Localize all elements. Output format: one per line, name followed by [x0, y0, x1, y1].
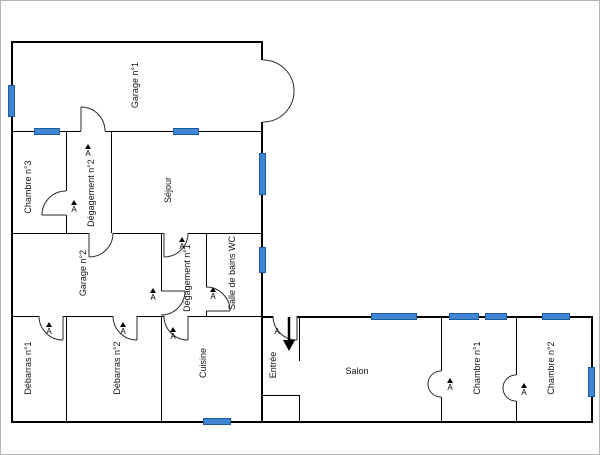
wall	[11, 41, 13, 423]
door-swing-arrow-icon	[179, 237, 185, 242]
door-marker: A	[447, 378, 453, 392]
window	[542, 313, 570, 320]
wall	[66, 317, 67, 421]
room-label-garage-1: Garage n°1	[130, 61, 140, 109]
wall	[297, 316, 593, 318]
room-label-sejour: Séjour	[163, 176, 173, 204]
door-marker-letter: A	[120, 327, 126, 336]
wall	[66, 132, 67, 191]
wall	[516, 401, 517, 421]
door-marker-letter: A	[210, 292, 216, 301]
door-swing-arrow-icon	[85, 144, 91, 149]
room-label-chambre-1: Chambre n°1	[472, 341, 482, 395]
door-marker-letter: A	[46, 327, 52, 336]
door-swing-arrow-icon	[447, 378, 453, 383]
wall	[13, 233, 89, 234]
room-label-salon: Salon	[345, 366, 369, 376]
door-swing-arrow-icon	[521, 383, 527, 388]
room-label-chambre-2: Chambre n°2	[546, 341, 556, 395]
door-swing-arrow-icon	[120, 322, 126, 327]
door-marker-letter: A	[521, 388, 527, 397]
window	[259, 153, 266, 195]
room-label-debarras-1: Débarras n°1	[23, 341, 33, 395]
wall	[263, 316, 273, 318]
room-label-entree: Entrée	[268, 351, 278, 379]
door-arc	[427, 370, 442, 398]
room-label-debarras-2: Débarras n°2	[112, 341, 122, 395]
wall	[161, 234, 162, 291]
wall	[206, 311, 207, 316]
window	[259, 247, 266, 273]
wall	[13, 316, 39, 317]
door-swing-arrow-icon	[71, 200, 77, 205]
door-marker: A	[210, 287, 216, 301]
window	[449, 313, 479, 320]
entrance-arrow-head	[283, 340, 295, 351]
door-marker-letter: A	[447, 383, 453, 392]
door-arc	[88, 232, 114, 258]
room-label-salle-de-bains: Salle de bains WC	[227, 235, 237, 311]
wall	[441, 318, 442, 371]
door-marker-letter: A	[274, 327, 280, 336]
door-marker: A	[46, 322, 52, 336]
door-arc	[502, 374, 517, 402]
door-marker: A	[85, 144, 91, 158]
wall	[206, 234, 207, 287]
room-label-chambre-3: Chambre n°3	[23, 160, 33, 214]
wall	[299, 318, 300, 361]
room-label-degagement-2: Dégagement n°2	[86, 159, 96, 227]
door-swing-arrow-icon	[150, 288, 156, 293]
door-marker-letter: A	[170, 332, 176, 341]
double-door-arc	[262, 90, 295, 123]
door-marker: A	[150, 288, 156, 302]
wall	[261, 41, 263, 60]
window	[485, 313, 507, 320]
room-label-cuisine: Cuisine	[198, 347, 208, 379]
door-arc	[163, 315, 189, 341]
door-marker-letter: A	[150, 293, 156, 302]
door-marker: A	[170, 327, 176, 341]
window	[203, 418, 231, 425]
door-swing-arrow-icon	[210, 287, 216, 292]
door-marker: A	[179, 237, 185, 251]
door-marker: A	[521, 383, 527, 397]
double-door-arc	[262, 59, 295, 92]
door-marker: A	[120, 322, 126, 336]
wall	[137, 316, 164, 317]
room-label-degagement-1: Dégagement n°1	[182, 244, 192, 312]
door-arc	[160, 290, 186, 316]
wall	[11, 421, 593, 423]
wall	[441, 397, 442, 421]
door-arc	[41, 190, 67, 216]
wall	[299, 395, 300, 421]
wall	[11, 41, 263, 43]
door-marker: A	[71, 200, 77, 214]
wall	[111, 132, 112, 233]
window	[34, 128, 60, 135]
window	[173, 128, 199, 135]
window	[8, 85, 15, 117]
window	[371, 313, 417, 320]
door-swing-arrow-icon	[46, 322, 52, 327]
room-label-garage-2: Garage n°2	[78, 249, 88, 297]
wall	[263, 395, 299, 396]
door-marker-letter: A	[71, 205, 77, 214]
wall	[516, 318, 517, 375]
window	[588, 367, 595, 397]
wall	[113, 233, 164, 234]
door-arc	[80, 106, 106, 132]
door-swing-arrow-icon	[170, 327, 176, 332]
door-marker-entrance: A	[274, 328, 279, 336]
wall	[188, 316, 261, 317]
wall	[63, 316, 113, 317]
wall	[161, 317, 162, 421]
door-marker-letter: A	[179, 242, 185, 251]
wall	[66, 215, 67, 233]
wall	[188, 233, 261, 234]
door-marker-letter: A	[85, 149, 91, 158]
